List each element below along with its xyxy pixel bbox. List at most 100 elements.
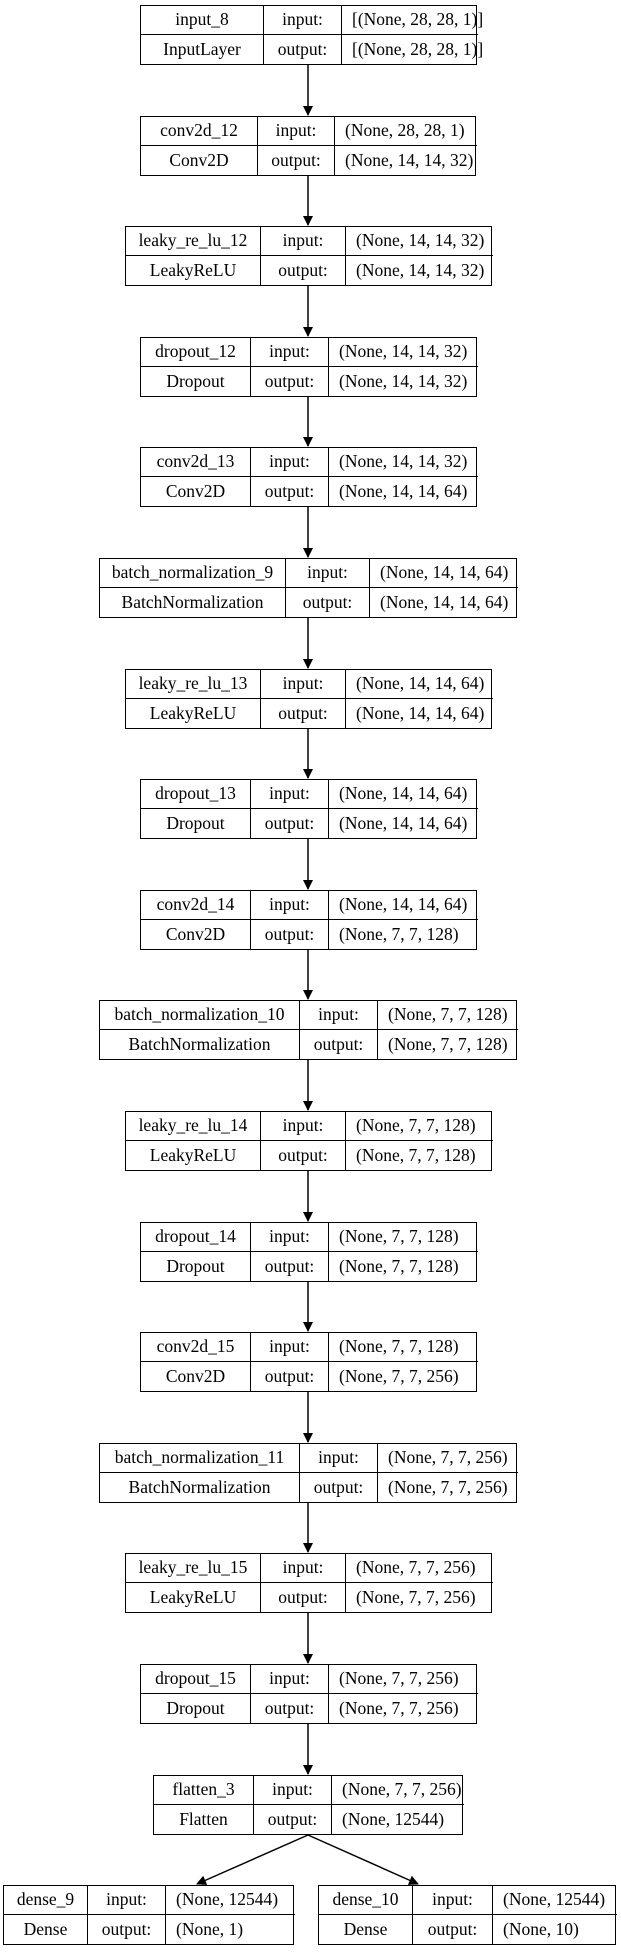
output-label: output: bbox=[261, 1583, 346, 1612]
layer-name: leaky_re_lu_15 bbox=[126, 1554, 261, 1583]
input-shape: (None, 7, 7, 256) bbox=[346, 1554, 493, 1583]
output-label: output: bbox=[261, 1141, 346, 1170]
output-label: output: bbox=[251, 920, 329, 949]
output-label: output: bbox=[261, 256, 346, 285]
input-label: input: bbox=[258, 117, 335, 146]
input-label: input: bbox=[251, 1333, 329, 1362]
input-shape: (None, 14, 14, 64) bbox=[329, 891, 478, 920]
input-label: input: bbox=[251, 780, 329, 809]
input-label: input: bbox=[254, 1776, 332, 1805]
layer-type: Conv2D bbox=[141, 477, 251, 506]
layer-type: Dropout bbox=[141, 367, 251, 396]
input-label: input: bbox=[251, 891, 329, 920]
output-shape: (None, 7, 7, 128) bbox=[356, 1144, 476, 1165]
output-label: output: bbox=[251, 477, 329, 506]
input-shape: (None, 14, 14, 64) bbox=[370, 559, 518, 588]
layer-name: batch_normalization_11 bbox=[100, 1444, 300, 1473]
input-shape: (None, 14, 14, 32) bbox=[346, 227, 493, 256]
layer-name: batch_normalization_9 bbox=[100, 559, 286, 588]
output-label: output: bbox=[251, 367, 329, 396]
input-label: input: bbox=[300, 1001, 378, 1030]
output-shape: (None, 7, 7, 256) bbox=[356, 1586, 476, 1607]
output-label: output: bbox=[264, 35, 342, 64]
input-label: input: bbox=[261, 227, 346, 256]
output-shape: (None, 14, 14, 64) bbox=[339, 812, 468, 833]
input-label: input: bbox=[251, 338, 329, 367]
output-shape: (None, 7, 7, 256) bbox=[339, 1697, 459, 1718]
output-shape: (None, 1) bbox=[176, 1918, 244, 1939]
input-label: input: bbox=[251, 448, 329, 477]
output-shape: [(None, 28, 28, 1)] bbox=[352, 38, 484, 59]
layer-type: BatchNormalization bbox=[100, 1030, 300, 1059]
layer-type: Conv2D bbox=[141, 146, 258, 175]
input-label: input: bbox=[264, 6, 342, 35]
input-shape: (None, 7, 7, 128) bbox=[329, 1333, 478, 1362]
layer-type: LeakyReLU bbox=[126, 699, 261, 728]
output-shape: (None, 14, 14, 32) bbox=[356, 259, 485, 280]
output-shape: (None, 14, 14, 64) bbox=[380, 591, 509, 612]
output-label: output: bbox=[413, 1915, 493, 1944]
input-label: input: bbox=[251, 1665, 329, 1694]
output-label: output: bbox=[251, 1362, 329, 1391]
layer-type: LeakyReLU bbox=[126, 256, 261, 285]
output-label: output: bbox=[88, 1915, 166, 1944]
input-shape: (None, 14, 14, 32) bbox=[329, 338, 478, 367]
input-label: input: bbox=[286, 559, 370, 588]
layer-name: leaky_re_lu_14 bbox=[126, 1112, 261, 1141]
output-label: output: bbox=[286, 588, 370, 617]
output-shape: (None, 14, 14, 64) bbox=[339, 480, 468, 501]
layer-type: Dense bbox=[4, 1915, 88, 1944]
layer-name: input_8 bbox=[141, 6, 264, 35]
layer-name: dropout_14 bbox=[141, 1223, 251, 1252]
layer-name: flatten_3 bbox=[154, 1776, 254, 1805]
layer-name: leaky_re_lu_13 bbox=[126, 670, 261, 699]
layer-type: Dropout bbox=[141, 809, 251, 838]
layer-name: batch_normalization_10 bbox=[100, 1001, 300, 1030]
input-shape: [(None, 28, 28, 1)] bbox=[342, 6, 483, 35]
input-shape: (None, 7, 7, 256) bbox=[378, 1444, 518, 1473]
layer-name: leaky_re_lu_12 bbox=[126, 227, 261, 256]
output-shape: (None, 7, 7, 128) bbox=[339, 1255, 459, 1276]
output-shape: (None, 7, 7, 128) bbox=[388, 1033, 508, 1054]
output-label: output: bbox=[251, 1694, 329, 1723]
output-label: output: bbox=[251, 1252, 329, 1281]
layer-name: dropout_13 bbox=[141, 780, 251, 809]
input-shape: (None, 7, 7, 128) bbox=[378, 1001, 518, 1030]
layer-name: dropout_15 bbox=[141, 1665, 251, 1694]
output-shape: (None, 10) bbox=[503, 1918, 579, 1939]
input-shape: (None, 12544) bbox=[166, 1886, 295, 1915]
layer-type: InputLayer bbox=[141, 35, 264, 64]
output-shape: (None, 12544) bbox=[342, 1808, 445, 1829]
layer-name: dense_9 bbox=[4, 1886, 88, 1915]
input-shape: (None, 14, 14, 32) bbox=[329, 448, 478, 477]
output-label: output: bbox=[300, 1030, 378, 1059]
input-label: input: bbox=[300, 1444, 378, 1473]
layer-name: conv2d_15 bbox=[141, 1333, 251, 1362]
layer-type: Conv2D bbox=[141, 1362, 251, 1391]
layer-type: Dense bbox=[319, 1915, 413, 1944]
input-shape: (None, 7, 7, 128) bbox=[346, 1112, 493, 1141]
layer-type: BatchNormalization bbox=[100, 1473, 300, 1502]
output-label: output: bbox=[300, 1473, 378, 1502]
output-label: output: bbox=[254, 1805, 332, 1834]
output-shape: (None, 14, 14, 64) bbox=[356, 702, 485, 723]
output-label: output: bbox=[261, 699, 346, 728]
output-label: output: bbox=[251, 809, 329, 838]
input-shape: (None, 7, 7, 256) bbox=[329, 1665, 478, 1694]
edge-flatten-3-to-dense-9 bbox=[196, 1834, 309, 1885]
layer-name: dense_10 bbox=[319, 1886, 413, 1915]
